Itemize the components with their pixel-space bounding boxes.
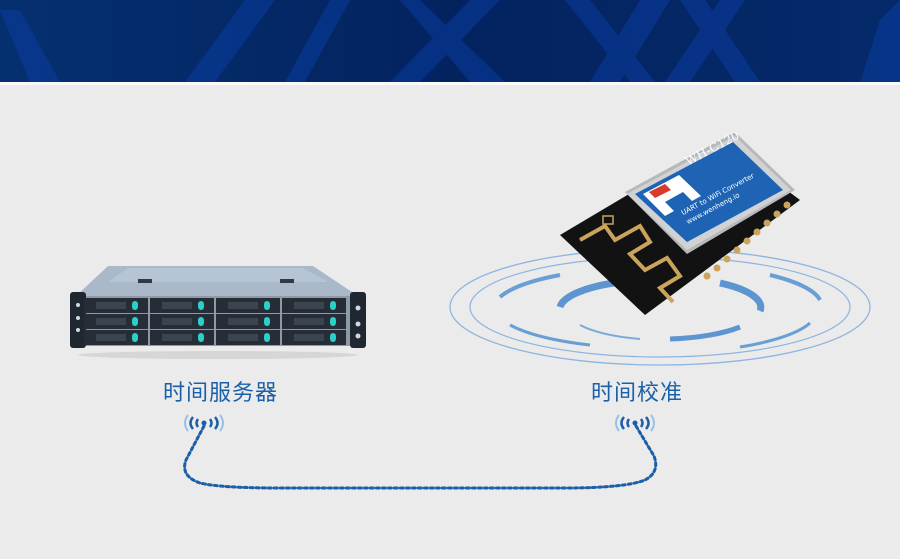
rack-server-image xyxy=(68,260,368,364)
time-server-label: 时间服务器 xyxy=(163,381,279,406)
banner-stripes-graphic xyxy=(0,0,900,82)
banner-divider xyxy=(0,82,900,85)
diagram-stage: WH-C120 UART to WiFi Converter www.wenhe… xyxy=(0,85,900,559)
connection-dotted-line xyxy=(170,420,670,504)
module-signal-icon xyxy=(611,412,659,438)
wifi-module-image: WH-C120 UART to WiFi Converter www.wenhe… xyxy=(555,128,815,334)
server-signal-icon xyxy=(180,412,228,438)
header-banner xyxy=(0,0,900,82)
time-calibration-label: 时间校准 xyxy=(591,381,684,406)
